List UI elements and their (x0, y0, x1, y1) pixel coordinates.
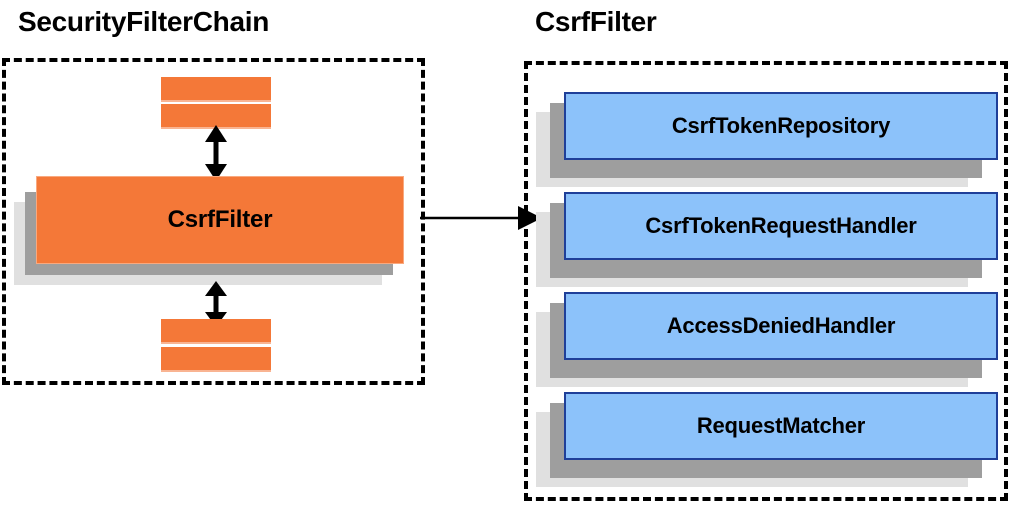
card-label-collaborator: AccessDeniedHandler (666, 313, 896, 338)
filter-stub-bar-bottom-1 (161, 319, 271, 344)
card-front[interactable]: CsrfTokenRequestHandler (564, 192, 998, 260)
card-csrf-token-repository[interactable]: CsrfTokenRepository (536, 92, 998, 192)
card-access-denied-handler[interactable]: AccessDeniedHandler (536, 292, 998, 392)
card-front[interactable]: AccessDeniedHandler (564, 292, 998, 360)
card-label-csrffilter: CsrfFilter (167, 206, 273, 233)
panel-title-csrf-filter: CsrfFilter (535, 6, 657, 37)
panel-security-filter-chain (2, 58, 425, 385)
double-arrow-up-icon (205, 125, 227, 181)
card-csrf-token-request-handler[interactable]: CsrfTokenRequestHandler (536, 192, 998, 292)
panel-csrf-filter (524, 61, 1008, 501)
card-label-collaborator: CsrfTokenRequestHandler (645, 213, 917, 238)
card-front[interactable]: CsrfFilter (36, 176, 404, 264)
card-front[interactable]: RequestMatcher (564, 392, 998, 460)
filter-stub-bar-bottom-2 (161, 347, 271, 372)
card-front[interactable]: CsrfTokenRepository (564, 92, 998, 160)
panel-title-security-filter-chain: SecurityFilterChain (18, 6, 270, 37)
card-label-collaborator: CsrfTokenRepository (671, 113, 891, 138)
card-csrffilter-highlighted[interactable]: CsrfFilter (14, 176, 404, 285)
filter-stub-bar-top-1 (161, 77, 271, 102)
card-label-collaborator: RequestMatcher (696, 413, 866, 438)
card-request-matcher[interactable]: RequestMatcher (536, 392, 998, 492)
